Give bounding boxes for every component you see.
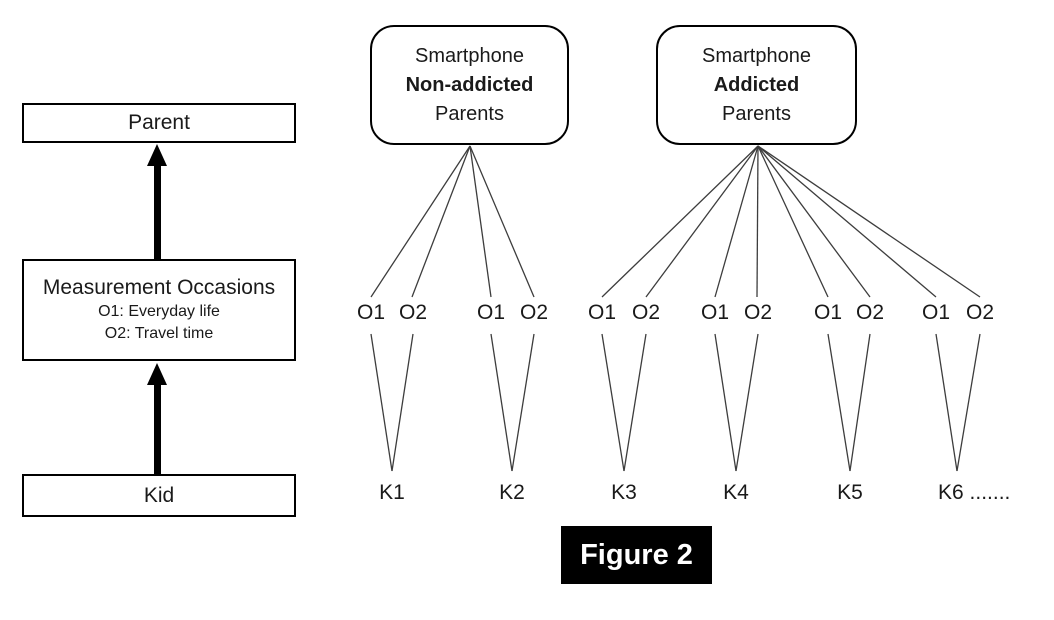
v-lines-k6	[935, 333, 981, 472]
arrow-kid-to-measurement-shaft	[154, 384, 161, 474]
parent-node-box: Parent	[22, 103, 296, 143]
v-lines-k1	[370, 333, 414, 472]
measurement-occasions-title: Measurement Occasions	[42, 276, 276, 299]
occasion-label-o1-pair6: O1	[921, 301, 951, 324]
occasion-2-description: O2: Travel time	[104, 325, 214, 342]
occasion-label-o2-pair6: O2	[965, 301, 995, 324]
addicted-line1: Smartphone	[702, 44, 811, 67]
addicted-line3: Parents	[722, 102, 791, 125]
occasion-label-o2-pair5: O2	[855, 301, 885, 324]
occasion-label-o1-pair3: O1	[587, 301, 617, 324]
occasion-label-o2-pair3: O2	[631, 301, 661, 324]
measurement-occasions-box: Measurement Occasions O1: Everyday life …	[22, 259, 296, 361]
kid-label-k5: K5	[837, 481, 863, 504]
kid-label-k4: K4	[723, 481, 749, 504]
kid-label-k1: K1	[379, 481, 405, 504]
arrow-measurement-to-parent-head-icon	[147, 144, 167, 166]
parent-node-label: Parent	[128, 111, 190, 134]
non-addicted-parents-box: Smartphone Non-addicted Parents	[370, 25, 569, 145]
occasion-label-o1-pair4: O1	[700, 301, 730, 324]
non-addicted-line2: Non-addicted	[405, 73, 534, 96]
addicted-parents-box: Smartphone Addicted Parents	[656, 25, 857, 145]
v-lines-k5	[827, 333, 871, 472]
occasion-label-o2-pair2: O2	[519, 301, 549, 324]
addicted-line2: Addicted	[713, 73, 800, 96]
occasion-label-o1-pair2: O1	[476, 301, 506, 324]
figure-caption-badge: Figure 2	[561, 526, 712, 584]
kid-node-label: Kid	[143, 483, 175, 507]
v-lines-k4	[714, 333, 759, 472]
v-lines-k2	[490, 333, 535, 472]
arrow-kid-to-measurement-head-icon	[147, 363, 167, 385]
arrow-measurement-to-parent-shaft	[154, 164, 161, 260]
fan-lines-addicted	[601, 145, 981, 298]
v-lines-k3	[601, 333, 647, 472]
kid-node-box: Kid	[22, 474, 296, 517]
occasion-1-description: O1: Everyday life	[98, 303, 220, 320]
kid-label-k3: K3	[611, 481, 637, 504]
non-addicted-line3: Parents	[435, 102, 504, 125]
kid-label-k2: K2	[499, 481, 525, 504]
occasion-label-o1-pair1: O1	[356, 301, 386, 324]
kid-label-k6: K6 .......	[938, 481, 1011, 504]
figure-caption-text: Figure 2	[580, 538, 693, 571]
occasion-label-o1-pair5: O1	[813, 301, 843, 324]
occasion-label-o2-pair4: O2	[743, 301, 773, 324]
occasion-label-o2-pair1: O2	[398, 301, 428, 324]
non-addicted-line1: Smartphone	[415, 44, 524, 67]
fan-lines-non-addicted	[370, 145, 535, 298]
